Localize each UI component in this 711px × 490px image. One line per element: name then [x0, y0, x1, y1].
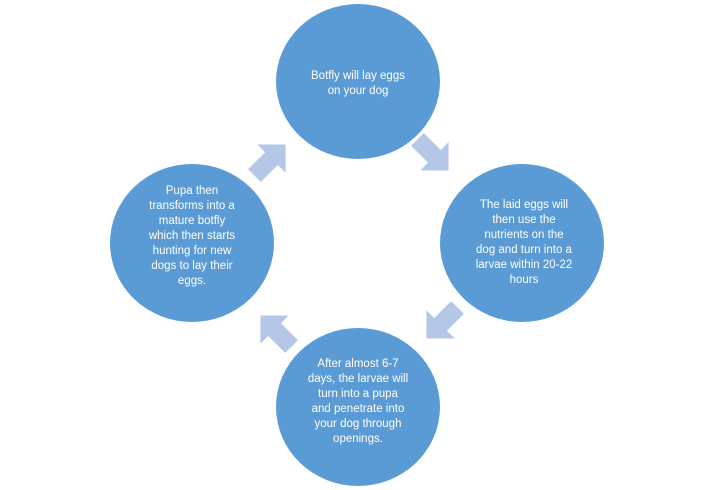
stage-label-larvae: The laid eggs will then use the nutrient…	[475, 199, 573, 286]
stage-node-mature-botfly: Pupa then transforms into a mature botfl…	[110, 164, 274, 322]
stage-label-pupa: After almost 6-7 days, the larvae will t…	[307, 358, 409, 445]
stage-node-pupa: After almost 6-7 days, the larvae will t…	[276, 328, 440, 486]
arrow-left-to-top	[240, 130, 300, 190]
arrow-bottom-to-left	[246, 301, 306, 361]
stage-label-eggs-laid: Botfly will lay eggs on your dog	[311, 69, 405, 97]
stage-node-eggs-laid: Botfly will lay eggs on your dog	[276, 4, 440, 159]
stage-label-mature-botfly: Pupa then transforms into a mature botfl…	[148, 184, 236, 287]
stage-node-larvae: The laid eggs will then use the nutrient…	[440, 164, 604, 322]
arrow-right-to-bottom	[412, 293, 472, 353]
